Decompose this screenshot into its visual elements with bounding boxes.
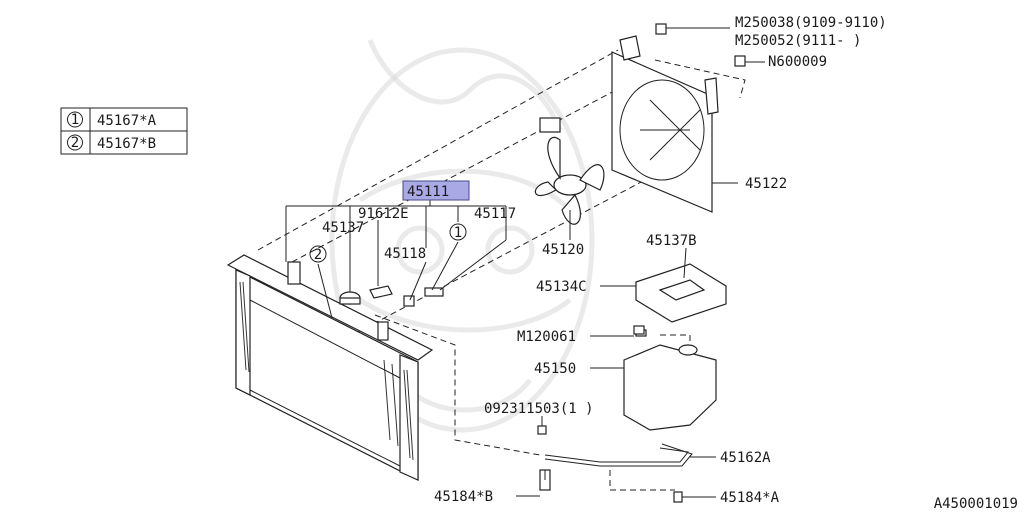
radiator-label-plate — [369, 285, 393, 299]
callout-circle-1-text: 1 — [454, 225, 462, 241]
legend-part-2: 45167*B — [97, 136, 156, 152]
figure-id: A450001019 — [934, 496, 1018, 512]
label-45184b: 45184*B — [434, 489, 493, 505]
screw-m120061 — [633, 325, 645, 335]
reservoir-tank — [623, 329, 717, 431]
label-092311503: 092311503(1 ) — [484, 401, 594, 417]
legend-table: 1 45167*A 2 45167*B — [60, 107, 188, 155]
radiator-core-fins — [239, 281, 414, 461]
label-45150: 45150 — [534, 361, 576, 377]
hose-clip-b — [539, 469, 551, 491]
leader-lines — [285, 27, 765, 498]
label-45137: 45137 — [322, 220, 364, 236]
nut-n600009 — [734, 55, 746, 67]
label-45120: 45120 — [542, 242, 584, 258]
label-45137b: 45137B — [646, 233, 697, 249]
legend-symbol-2 — [67, 134, 83, 151]
overflow-hose-edge — [544, 443, 693, 467]
legend-symbol-1-text: 1 — [71, 112, 79, 128]
label-45118: 45118 — [384, 246, 426, 262]
callout-circle-2-text: 2 — [314, 247, 322, 263]
radiator-cap — [339, 291, 361, 305]
label-45162a: 45162A — [720, 450, 771, 466]
label-m250038: M250038(9109-9110) — [735, 15, 887, 31]
label-m120061: M120061 — [517, 329, 576, 345]
hose-clip-a — [673, 491, 683, 503]
fan-shroud — [611, 35, 719, 213]
label-45134c: 45134C — [536, 279, 587, 295]
label-45117: 45117 — [474, 206, 516, 222]
bolt-092311503 — [537, 425, 547, 435]
label-45122: 45122 — [745, 176, 787, 192]
drain-plug — [403, 287, 444, 307]
screw-m250038 — [655, 23, 667, 35]
label-91612e: 91612E — [358, 206, 409, 222]
cooling-fan — [534, 117, 605, 225]
part-45111[interactable]: 45111 — [407, 184, 449, 200]
radiator — [226, 254, 434, 481]
callout-circle-1 — [449, 223, 467, 241]
label-45184a: 45184*A — [720, 490, 780, 506]
legend-symbol-1 — [67, 111, 83, 128]
legend-part-1: 45167*A — [97, 113, 157, 129]
callout-circle-2 — [309, 245, 327, 263]
label-m250052: M250052(9111- ) — [735, 33, 861, 49]
highlight-box[interactable] — [402, 180, 470, 201]
deflector-pad — [635, 263, 727, 323]
overflow-hose — [544, 447, 689, 463]
legend-symbol-2-text: 2 — [71, 135, 79, 151]
label-n600009: N600009 — [768, 54, 827, 70]
